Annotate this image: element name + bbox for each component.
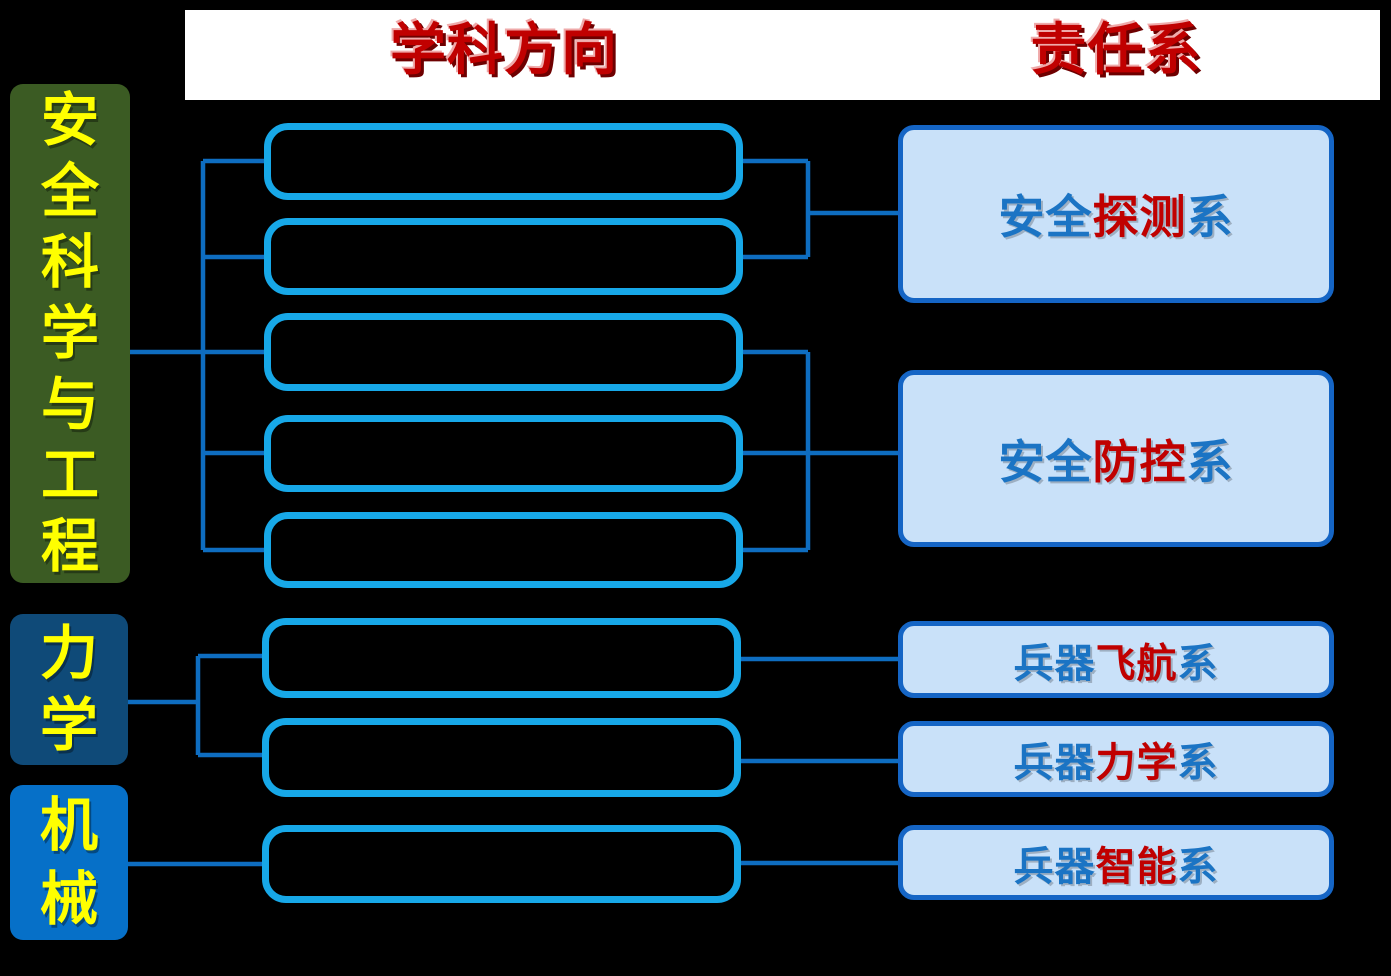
- label-prefix: 安全: [998, 191, 1093, 243]
- category-box-machinery: 机械: [10, 785, 128, 940]
- department-box-weapons-aerocruise: 兵器飞航系: [898, 621, 1334, 698]
- department-label: 兵器飞航系: [1014, 631, 1219, 689]
- direction-box-6: [262, 618, 741, 698]
- category-box-mechanics: 力学: [10, 614, 128, 765]
- label-highlight: 探测: [1092, 191, 1187, 243]
- header-bar: [185, 10, 1380, 100]
- category-label: 机械: [40, 792, 99, 932]
- label-highlight: 力学: [1095, 741, 1178, 785]
- department-box-safety-detection: 安全探测系: [898, 125, 1334, 303]
- label-suffix: 系: [1177, 641, 1219, 686]
- category-label: 力学: [40, 620, 99, 758]
- label-highlight: 防控: [1092, 435, 1187, 488]
- label-suffix: 系: [1177, 741, 1219, 785]
- label-prefix: 安全: [998, 435, 1093, 488]
- label-prefix: 兵器: [1013, 844, 1096, 889]
- department-label: 兵器智能系: [1014, 834, 1219, 892]
- direction-box-7: [262, 718, 741, 797]
- direction-box-3: [264, 313, 743, 391]
- label-highlight: 智能: [1095, 844, 1178, 889]
- category-box-safety-science-engineering: 安全科学与工程: [10, 84, 130, 583]
- direction-box-5: [264, 512, 743, 588]
- category-label: 安全科学与工程: [41, 88, 100, 579]
- direction-box-8: [262, 825, 741, 903]
- department-box-weapons-mechanics: 兵器力学系: [898, 721, 1334, 797]
- department-box-safety-prevention-control: 安全防控系: [898, 370, 1334, 547]
- department-label: 安全探测系: [999, 181, 1234, 247]
- department-label: 兵器力学系: [1014, 730, 1219, 788]
- direction-box-1: [264, 123, 743, 200]
- label-suffix: 系: [1186, 191, 1234, 243]
- department-box-weapons-intelligence: 兵器智能系: [898, 825, 1334, 900]
- direction-box-4: [264, 415, 743, 492]
- header-title-responsible-dept: 责任系: [1030, 18, 1202, 81]
- direction-box-2: [264, 218, 743, 295]
- label-suffix: 系: [1177, 844, 1219, 889]
- label-suffix: 系: [1186, 435, 1234, 488]
- label-prefix: 兵器: [1013, 741, 1096, 785]
- label-highlight: 飞航: [1095, 641, 1178, 686]
- department-label: 安全防控系: [999, 426, 1234, 492]
- header-title-discipline-direction: 学科方向: [390, 18, 618, 81]
- label-prefix: 兵器: [1013, 641, 1096, 686]
